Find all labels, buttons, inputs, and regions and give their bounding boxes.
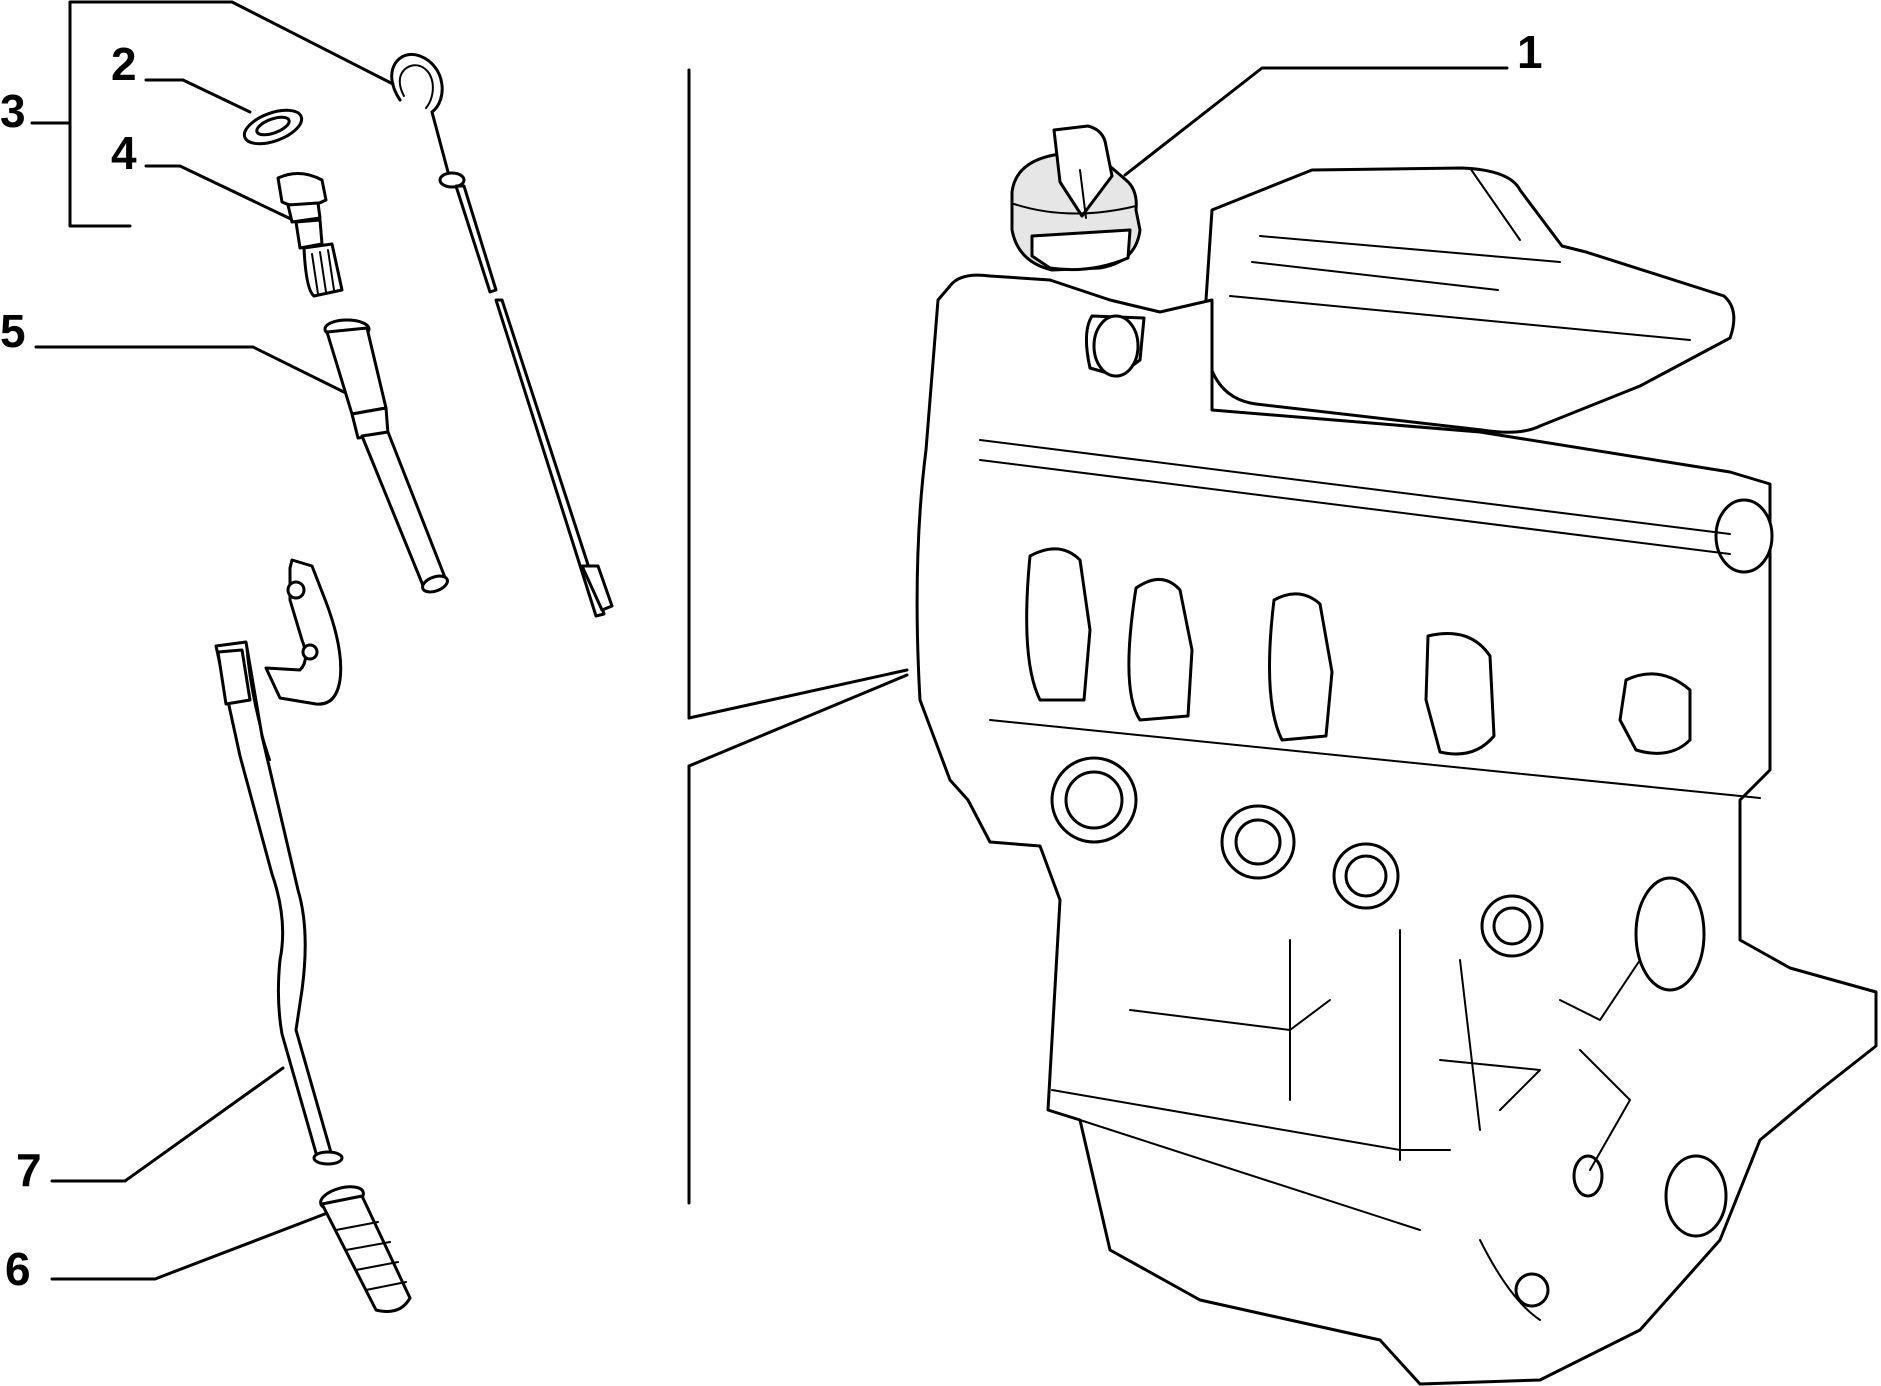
- leader-lines: [30, 0, 1509, 1281]
- callout-7[interactable]: 7: [16, 1144, 42, 1196]
- callout-6[interactable]: 6: [5, 1243, 31, 1295]
- engine-block[interactable]: [915, 166, 1878, 1386]
- callout-5[interactable]: 5: [0, 305, 26, 357]
- callout-4[interactable]: 4: [111, 127, 137, 179]
- guide-tube-lower-part[interactable]: [214, 558, 344, 1166]
- o-ring-part[interactable]: [240, 104, 306, 151]
- guide-tube-upper-part[interactable]: [323, 318, 450, 595]
- callout-3[interactable]: 3: [0, 85, 26, 137]
- oil-filler-cap-part[interactable]: [1010, 124, 1142, 272]
- dipstick-part[interactable]: [390, 52, 614, 618]
- callout-2[interactable]: 2: [111, 38, 137, 90]
- dipstick-cap-part[interactable]: [276, 172, 344, 298]
- rubber-sleeve-part[interactable]: [318, 1183, 412, 1313]
- callout-1[interactable]: 1: [1517, 26, 1543, 78]
